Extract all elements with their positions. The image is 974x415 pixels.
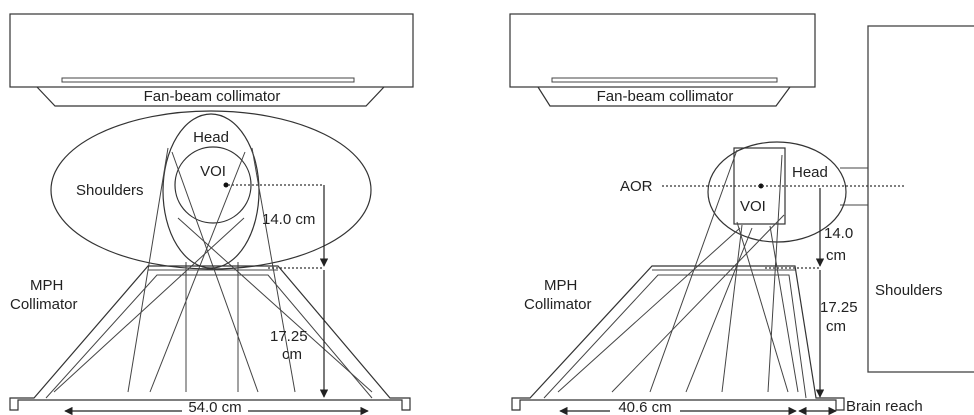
right-width-label: 40.6 cm	[618, 399, 671, 415]
left-fan-beam-detector	[9, 13, 414, 107]
right-head-label: Head	[792, 164, 828, 181]
left-mph-label-line1: MPH	[30, 277, 63, 294]
left-voi-label: VOI	[200, 163, 226, 180]
right-distance-upper-line1: 14.0	[824, 225, 853, 242]
left-shoulders-label: Shoulders	[76, 182, 144, 199]
right-aor-label: AOR	[620, 178, 653, 195]
right-fan-beam-label: Fan-beam collimator	[597, 88, 734, 105]
left-distance-lower-line1: 17.25	[270, 328, 308, 345]
left-voi-center-dot	[223, 182, 229, 188]
left-width-label: 54.0 cm	[188, 399, 241, 415]
right-aor-center-dot	[758, 183, 764, 189]
left-head-label: Head	[193, 129, 229, 146]
right-panel: Fan-beam collimator Shoulders Head VOI A…	[509, 13, 974, 415]
right-voi-label: VOI	[740, 198, 766, 215]
right-pinhole-rays	[557, 149, 799, 393]
right-distance-upper-line2: cm	[826, 247, 846, 264]
right-brain-reach-label: Brain reach	[846, 398, 923, 415]
left-mph-collimator	[9, 265, 411, 411]
right-neck-lines	[840, 167, 868, 206]
right-distance-lower-line2: cm	[826, 318, 846, 335]
right-distance-lower-line1: 17.25	[820, 299, 858, 316]
right-shoulders-block	[867, 25, 974, 373]
right-mph-label-line2: Collimator	[524, 296, 592, 313]
left-shoulders-ellipse	[50, 110, 372, 270]
left-fan-beam-label: Fan-beam collimator	[144, 88, 281, 105]
left-head-ellipse	[162, 113, 260, 269]
left-voi-circle	[174, 146, 252, 224]
right-fan-beam-detector	[509, 13, 816, 107]
left-mph-label-line2: Collimator	[10, 296, 78, 313]
right-mph-label-line1: MPH	[544, 277, 577, 294]
left-panel: Fan-beam collimator Shoulders Head VOI	[9, 13, 414, 415]
right-mph-collimator	[511, 265, 845, 411]
left-distance-lower-line2: cm	[282, 346, 302, 363]
right-shoulders-label: Shoulders	[875, 282, 943, 299]
left-distance-upper-label: 14.0 cm	[262, 211, 315, 228]
